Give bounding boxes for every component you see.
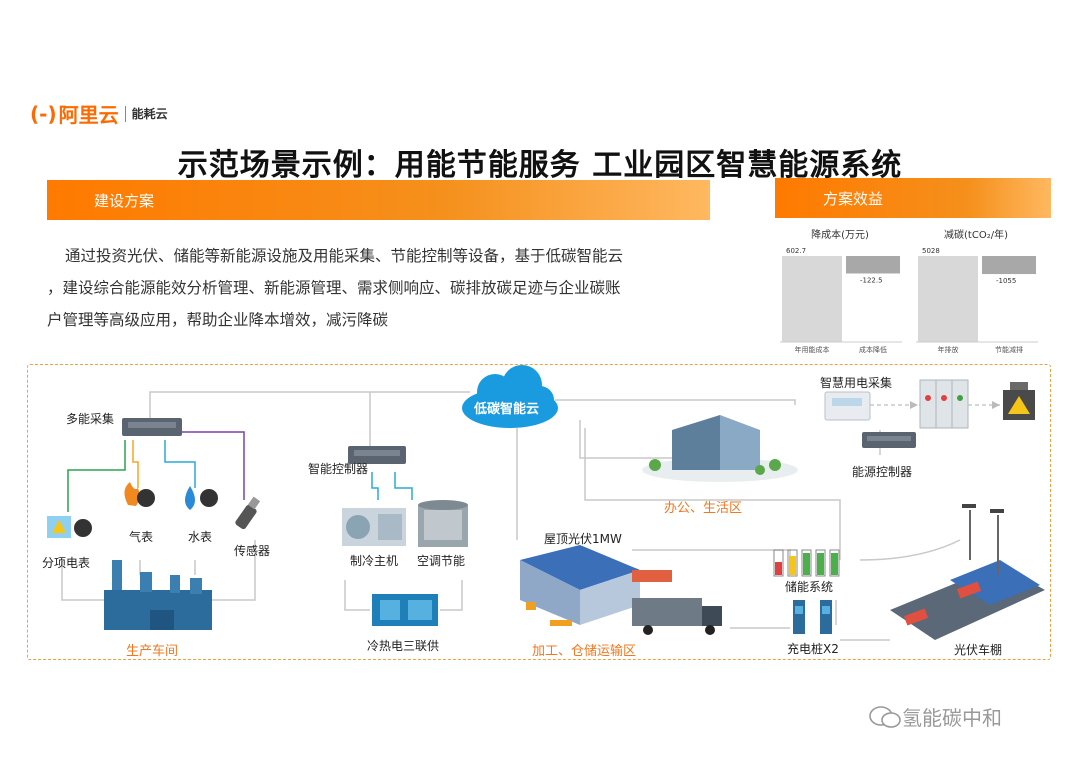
link-cloud-office xyxy=(579,420,680,459)
chart-bar xyxy=(918,256,978,342)
ac-saving-label: 空调节能 xyxy=(417,554,466,568)
multi-collector-device-icon xyxy=(122,418,182,436)
watermark: 氢能碳中和 xyxy=(868,702,1002,731)
factory-icon xyxy=(104,560,212,630)
chart-data-label: -122.5 xyxy=(860,276,883,284)
chart-carbon: 减碳(tCO₂/年) 5028 -1055 年排放 节能减排 xyxy=(916,228,1038,354)
chart-data-label: 5028 xyxy=(922,247,940,255)
chart-category-label: 年排放 xyxy=(938,345,959,354)
link-collect-cloud xyxy=(149,391,470,418)
link-collect-submeter xyxy=(67,440,126,512)
chart-cost: 降成本(万元) 602.7 -122.5 年用能成本 成本降低 xyxy=(780,228,902,354)
cloud-icon xyxy=(462,365,558,428)
gas-meter-label: 气表 xyxy=(129,530,154,544)
office-label: 办公、生活区 xyxy=(664,501,743,516)
multi-collect-label: 多能采集 xyxy=(66,412,115,426)
cchp-label: 冷热电三联供 xyxy=(367,639,440,653)
diagram-frame xyxy=(27,364,1051,660)
description-line: 通过投资光伏、储能等新能源设施及用能采集、节能控制等设备，基于低碳智能云 xyxy=(65,247,624,265)
cooling-tower-icon xyxy=(418,500,468,547)
link-pv-storage xyxy=(632,549,791,562)
charging-pile-icon xyxy=(793,600,832,634)
chart-data-label: -1055 xyxy=(996,277,1016,285)
smart-controller-device-icon xyxy=(348,446,406,464)
section-header-plan-label: 建设方案 xyxy=(94,191,155,210)
link-cloud-storage xyxy=(584,428,841,560)
chart-bar xyxy=(782,256,842,342)
link-collect-water xyxy=(164,440,196,488)
section-header-benefit: 方案效益 xyxy=(775,178,1051,218)
chiller-label: 制冷主机 xyxy=(350,554,399,568)
link-controller-ac xyxy=(394,472,413,500)
sub-meter-label: 分项电表 xyxy=(42,556,91,570)
aliyun-logo-icon: (-) xyxy=(30,101,57,126)
office-building-icon xyxy=(642,415,798,482)
switchgear-cabinet-icon xyxy=(919,379,969,429)
workshop-label: 生产车间 xyxy=(126,644,179,659)
chiller-icon xyxy=(342,508,406,546)
energy-controller-label: 能源控制器 xyxy=(852,465,913,479)
chart-title: 降成本(万元) xyxy=(811,228,869,241)
logistics-label: 加工、仓储运输区 xyxy=(532,644,637,659)
smart-meter-icon xyxy=(824,391,871,421)
water-meter-icon xyxy=(185,486,218,510)
logo-name: 阿里云 xyxy=(58,103,119,127)
chart-title: 减碳(tCO₂/年) xyxy=(944,228,1008,241)
cloud-label: 低碳智能云 xyxy=(474,402,540,417)
link-collect-gas xyxy=(132,440,139,488)
energy-controller-device-icon xyxy=(862,432,916,448)
logo-subtitle: 能耗云 xyxy=(131,107,168,121)
chart-bar xyxy=(846,256,900,274)
water-meter-label: 水表 xyxy=(188,530,213,544)
section-header-benefit-label: 方案效益 xyxy=(823,189,884,208)
pv-carport-icon xyxy=(890,504,1045,640)
rooftop-pv-label: 屋顶光伏1MW xyxy=(544,532,622,546)
link-cloud-meter xyxy=(555,399,796,405)
chart-category-label: 成本降低 xyxy=(859,345,887,354)
watermark-text: 氢能碳中和 xyxy=(902,706,1002,730)
section-header-plan: 建设方案 xyxy=(47,180,710,220)
electric-meter-icon xyxy=(47,516,92,538)
storage-label: 储能系统 xyxy=(785,580,834,594)
transformer-icon xyxy=(1003,382,1035,420)
logo: (-) 阿里云 能耗云 xyxy=(30,99,168,128)
description-line: ，建设综合能源能效分析管理、新能源管理、需求侧响应、碳排放碳足迹与企业碳账 xyxy=(47,279,621,297)
link-controller-chiller xyxy=(371,472,379,500)
description: 通过投资光伏、储能等新能源设施及用能采集、节能控制等设备，基于低碳智能云 ，建设… xyxy=(47,240,727,336)
smart-meter-label: 智慧用电采集 xyxy=(820,376,893,390)
gas-meter-icon xyxy=(124,482,155,507)
sensor-label: 传感器 xyxy=(234,544,271,558)
page-title: 示范场景示例：用能节能服务 工业园区智慧能源系统 xyxy=(177,148,903,183)
benefit-charts: 降成本(万元) 602.7 -122.5 年用能成本 成本降低 减碳(tCO₂/年) 50… xyxy=(780,228,1038,354)
truck-icon xyxy=(632,598,722,635)
smart-controller-label: 智能控制器 xyxy=(308,462,369,476)
chart-category-label: 年用能成本 xyxy=(795,345,830,354)
charger-label: 充电桩X2 xyxy=(787,642,839,656)
battery-storage-icon xyxy=(773,549,840,577)
chart-bar xyxy=(982,256,1036,275)
description-line: 户管理等高级应用，帮助企业降本增效，减污降碳 xyxy=(47,311,389,329)
link-collect-sensor xyxy=(180,431,245,500)
chart-category-label: 节能减排 xyxy=(995,345,1023,354)
rooftop-pv-warehouse-icon xyxy=(520,545,672,626)
cchp-unit-icon xyxy=(372,594,438,626)
sensor-icon xyxy=(235,496,261,530)
link-chiller-cchp xyxy=(344,580,370,611)
logo-divider xyxy=(124,105,126,122)
wechat-icon xyxy=(869,705,901,728)
chart-data-label: 602.7 xyxy=(786,247,806,255)
pv-carport-label: 光伏车棚 xyxy=(954,643,1003,657)
